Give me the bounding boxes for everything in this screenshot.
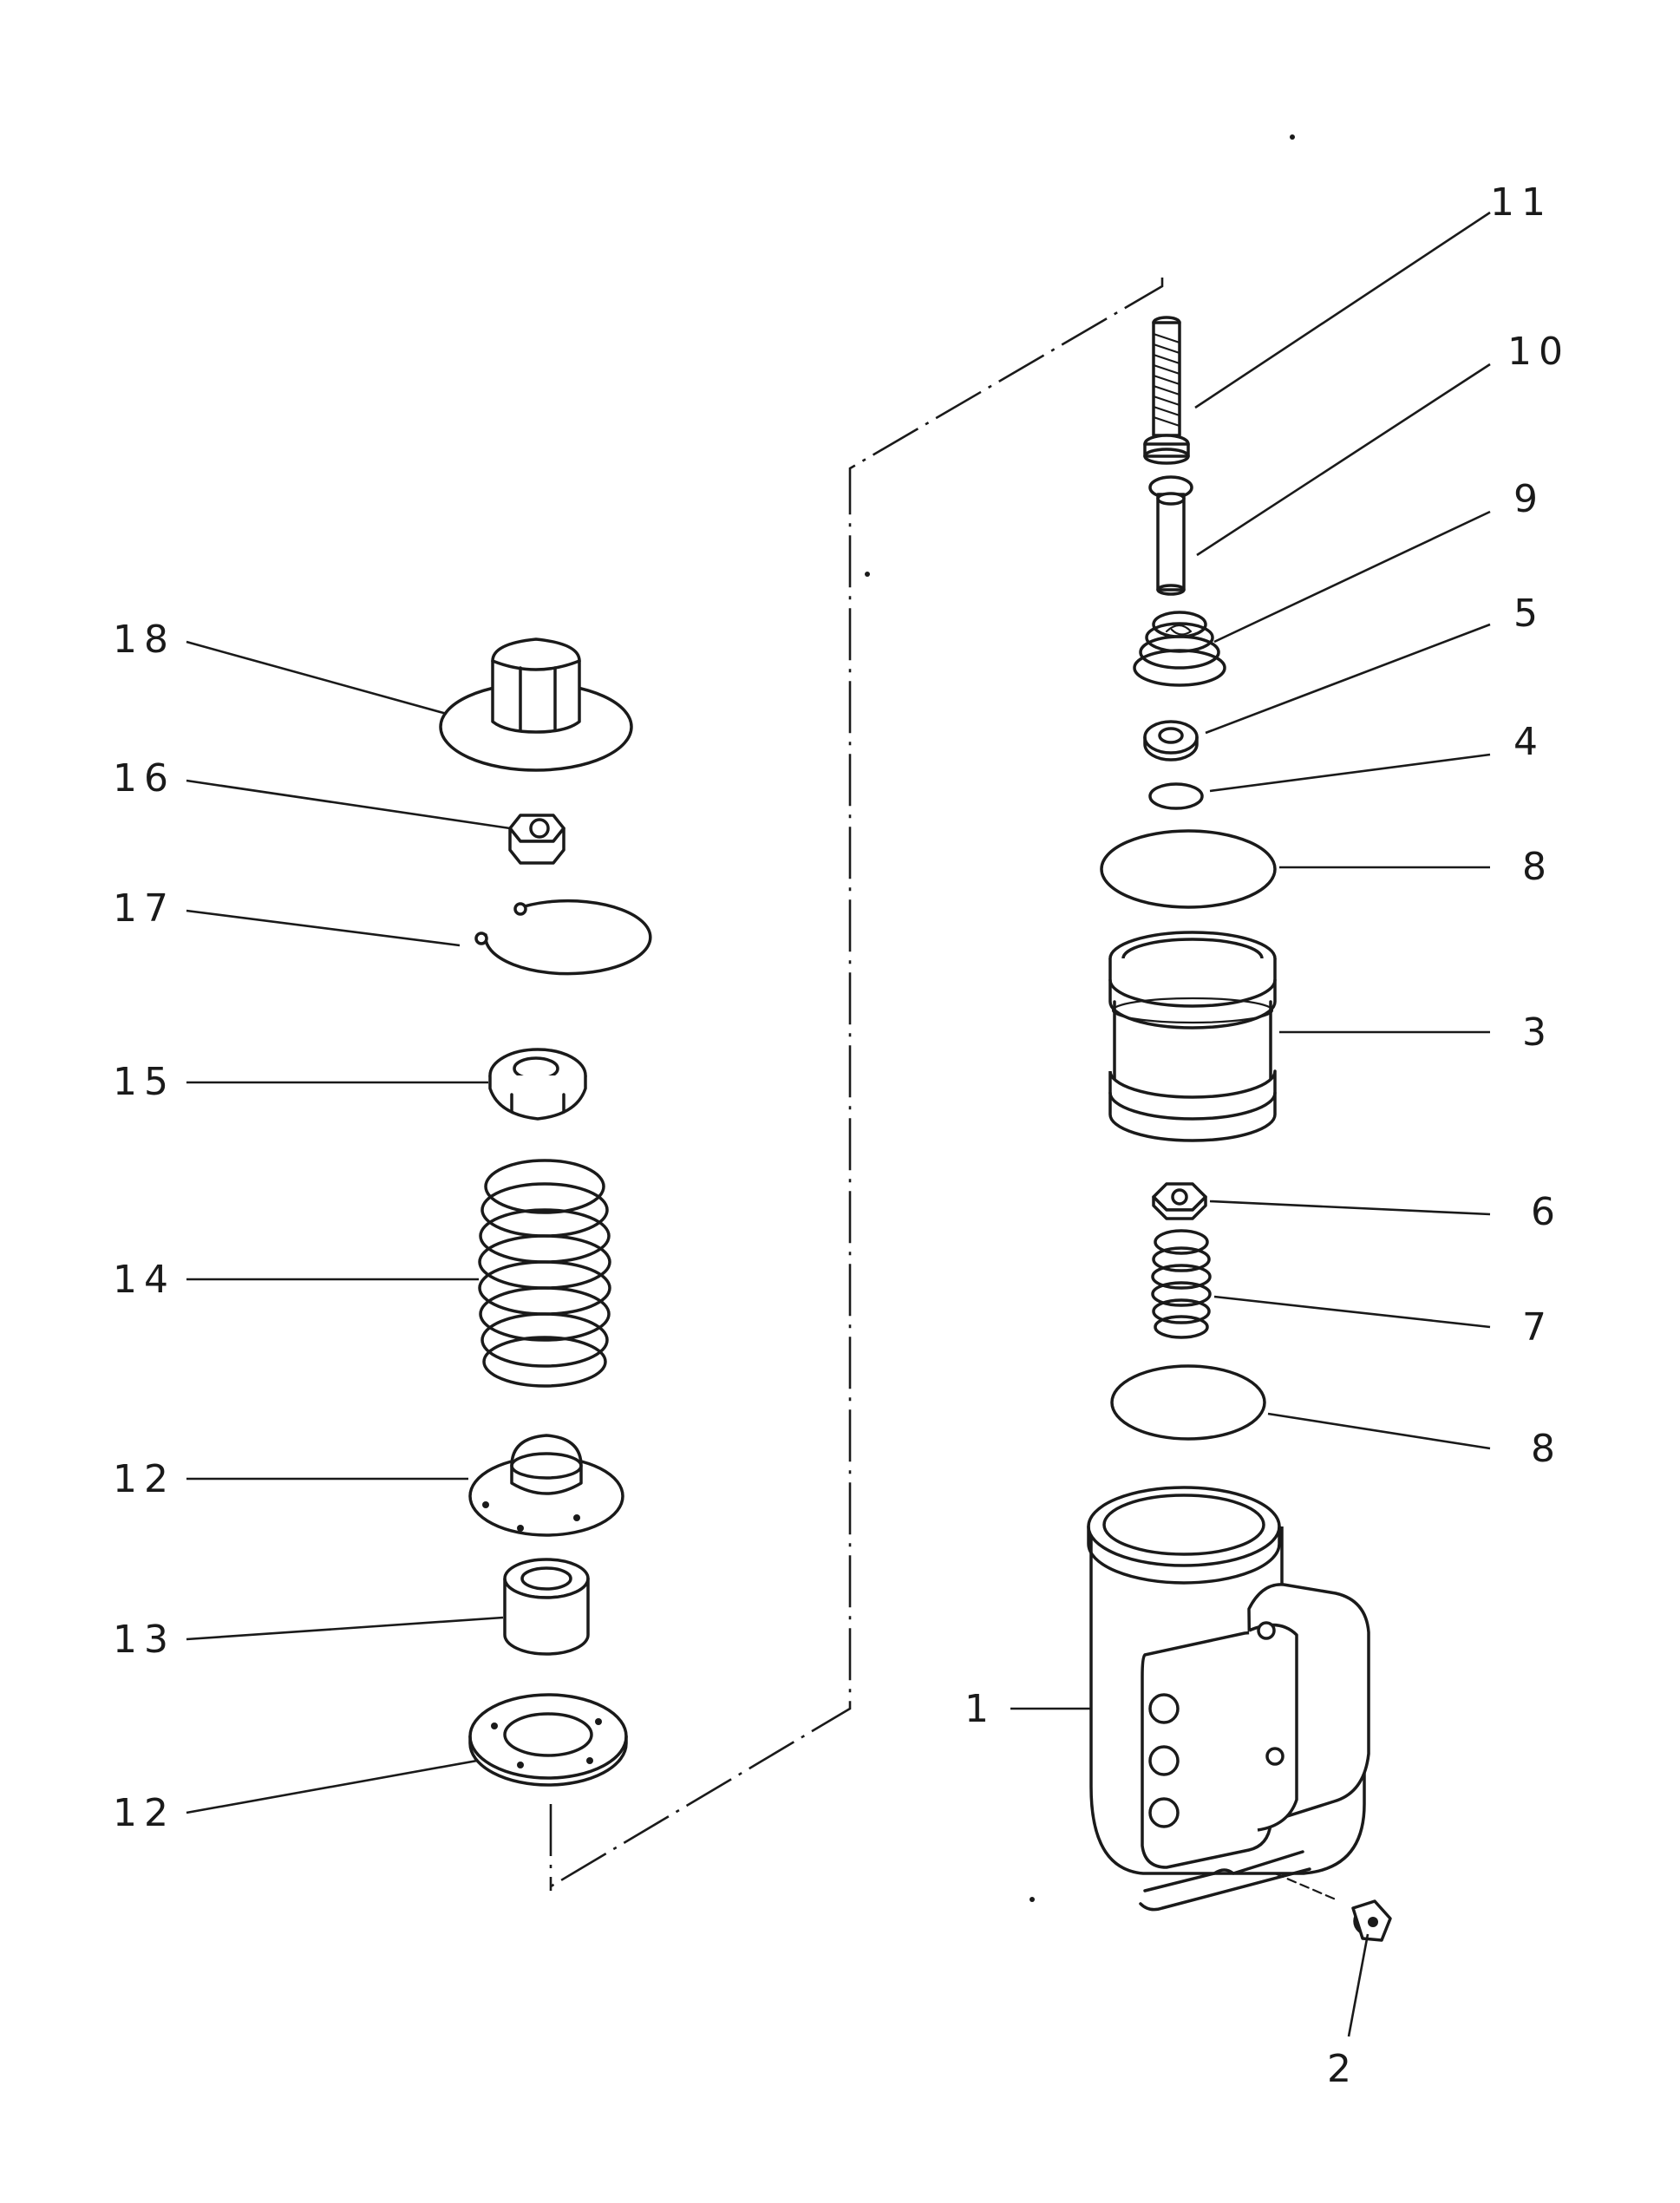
label-15: 15 <box>113 1060 175 1104</box>
part-6-nut <box>1152 1182 1207 1220</box>
label-9: 9 <box>1513 477 1545 521</box>
part-9-spring <box>1133 611 1226 687</box>
part-11-bolt <box>1143 316 1190 465</box>
label-1: 1 <box>964 1687 996 1731</box>
leader-lines <box>186 211 1491 2037</box>
label-5: 5 <box>1513 592 1545 636</box>
label-3: 3 <box>1522 1010 1553 1055</box>
part-17-snap-ring <box>474 899 652 976</box>
part-8-lower-o-ring <box>1110 1364 1266 1441</box>
label-16: 16 <box>113 756 175 801</box>
label-10: 10 <box>1507 330 1570 374</box>
label-8-upper: 8 <box>1522 845 1553 889</box>
label-18: 18 <box>113 618 175 662</box>
scan-specks <box>865 134 1295 1902</box>
label-13: 13 <box>113 1618 175 1662</box>
label-17: 17 <box>113 886 175 931</box>
part-15-spring-seat <box>488 1048 587 1121</box>
part-14-spring <box>478 1159 611 1388</box>
label-4: 4 <box>1513 720 1545 764</box>
part-18-cap <box>439 637 633 772</box>
part-13-bushing <box>503 1558 590 1656</box>
part-number-labels: 11 10 9 5 4 8 3 6 7 8 1 2 18 16 17 15 14… <box>113 180 1570 2091</box>
part-1-valve-body <box>1087 1486 1370 1912</box>
part-16-nut <box>508 814 565 865</box>
part-8-upper-o-ring <box>1100 829 1277 909</box>
label-12-upper: 12 <box>113 1457 175 1501</box>
label-7: 7 <box>1522 1305 1553 1350</box>
label-12-lower: 12 <box>113 1791 175 1835</box>
label-11: 11 <box>1490 180 1553 225</box>
part-3-sleeve <box>1108 931 1277 1142</box>
part-5-washer <box>1143 720 1199 762</box>
part-12-lower-seat <box>468 1693 628 1787</box>
part-7-spring <box>1151 1229 1212 1339</box>
assembly-center-line <box>549 278 1164 1891</box>
part-4-o-ring <box>1148 782 1204 810</box>
part-12-upper-seat <box>468 1434 624 1537</box>
part-2-plug <box>1273 1872 1392 1942</box>
label-14: 14 <box>113 1258 175 1302</box>
part-10-pin <box>1148 475 1193 596</box>
label-6: 6 <box>1531 1190 1562 1234</box>
label-8-lower: 8 <box>1531 1427 1562 1471</box>
label-2: 2 <box>1327 2047 1358 2091</box>
